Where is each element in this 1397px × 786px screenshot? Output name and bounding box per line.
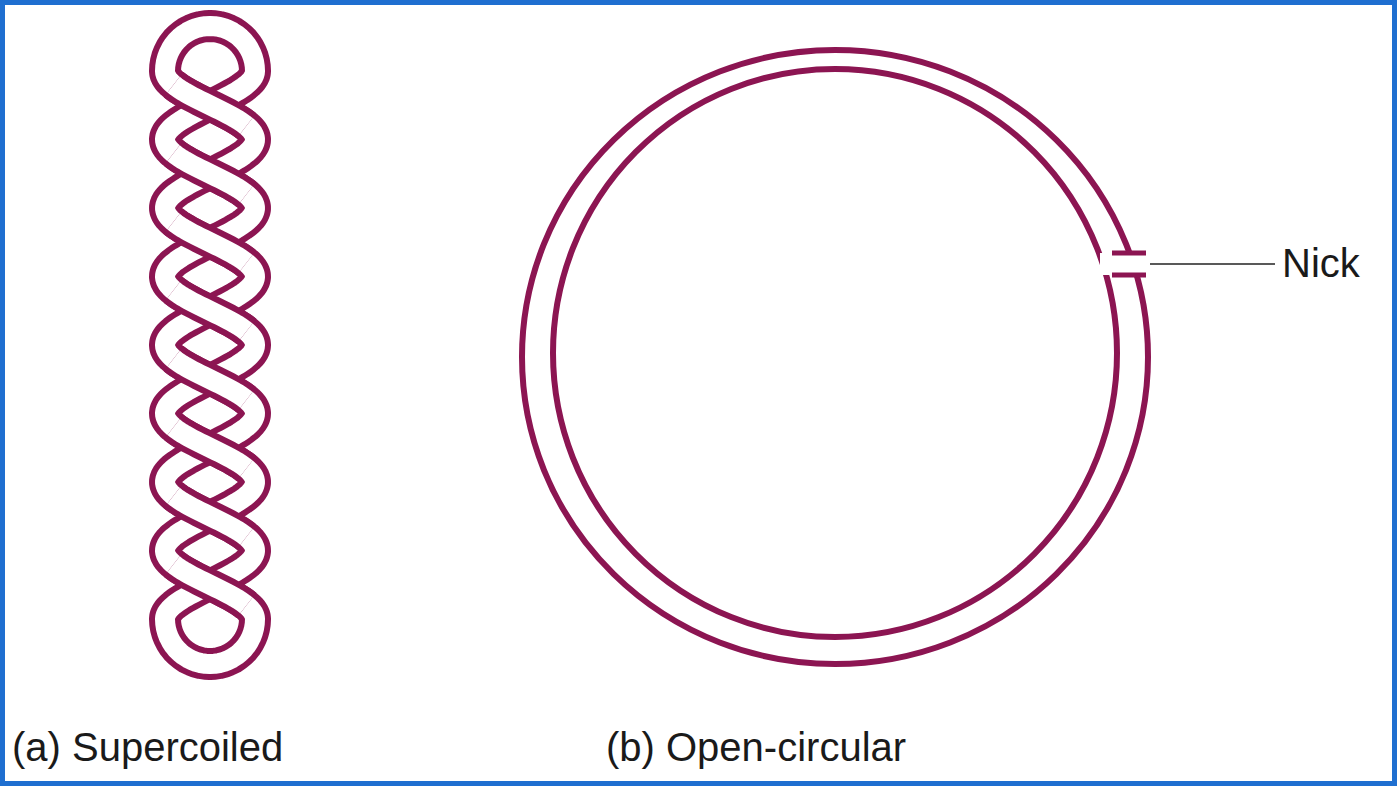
supercoiled-dna [165,26,255,664]
figure-label: (a) Supercoiled [12,724,283,770]
callout-label: Nick [1282,240,1360,286]
leader-line [1150,263,1275,265]
figure-label: (b) Open-circular [606,724,906,770]
open-circular-dna [522,50,1160,664]
